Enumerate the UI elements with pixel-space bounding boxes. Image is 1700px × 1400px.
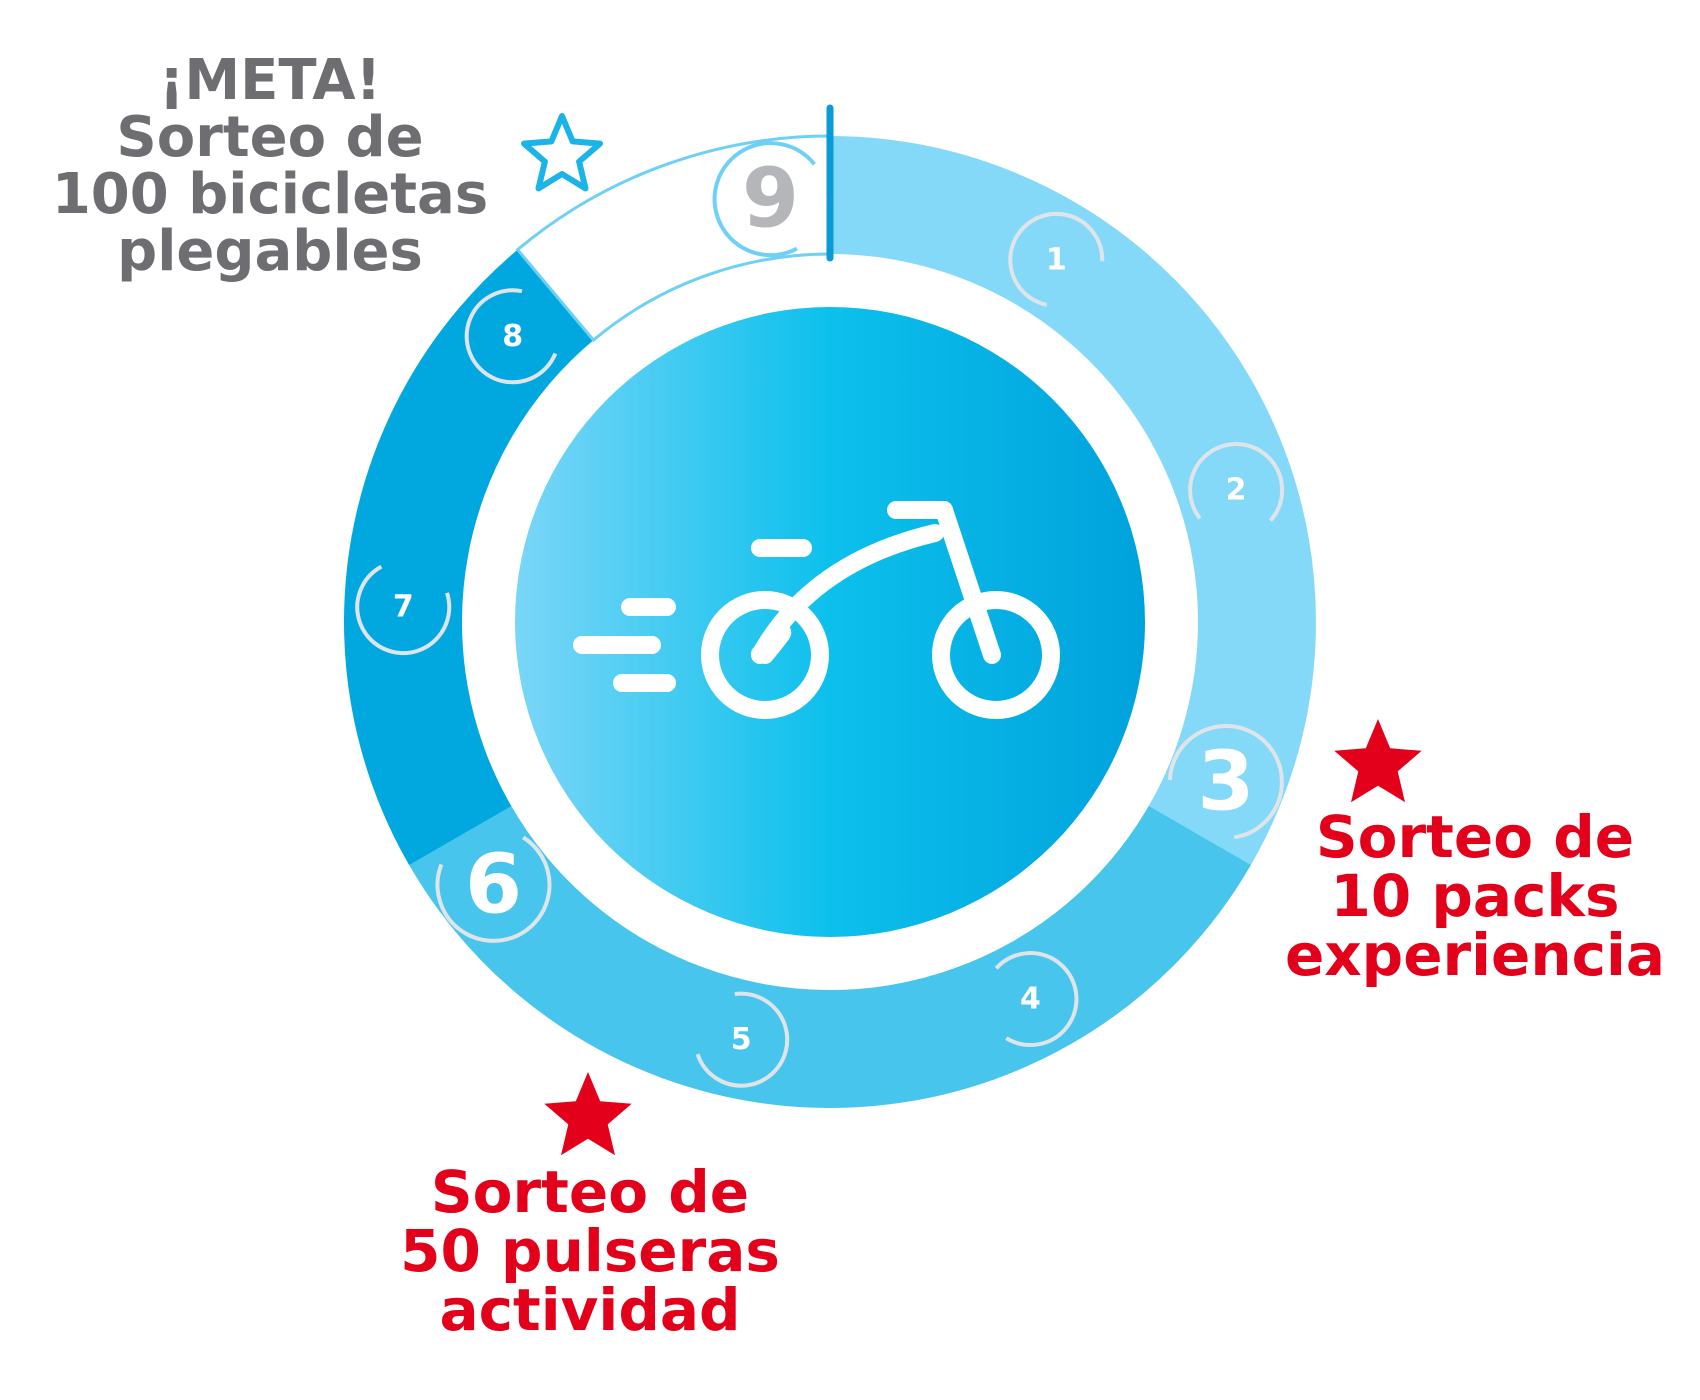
goal-prize-label: ¡META! Sorteo de 100 bicicletas plegable… (30, 48, 510, 285)
stage-number: 5 (731, 1022, 752, 1057)
prize-line: actividad (439, 1276, 741, 1345)
stage-tab-circle (1167, 723, 1284, 840)
stage-tab-9: 9 (712, 141, 829, 258)
prize-line: 50 pulseras (400, 1217, 780, 1286)
stage-tab-7: 7 (355, 559, 452, 656)
stage-tab-3: 3 (1167, 723, 1284, 840)
stage-number: 3 (1197, 734, 1254, 829)
stage-number: 9 (742, 152, 799, 247)
goal-line: ¡META! (158, 48, 382, 113)
stage-tab-circle (712, 141, 829, 258)
stage-number: 6 (465, 837, 522, 932)
stage-tab-circle (982, 951, 1079, 1048)
stage-number: 1 (1046, 242, 1067, 277)
stage-tab-circle (355, 559, 452, 656)
decorations: 1 2 3 4 5 6 7 8 9 (355, 104, 1422, 1156)
center-circle (515, 307, 1145, 937)
stage-tab-2: 2 (1188, 442, 1285, 539)
star-outline-icon (521, 113, 603, 192)
stage-number: 7 (393, 590, 414, 625)
star-icon (544, 1072, 632, 1156)
stage-tab-circle (464, 288, 561, 385)
stage-6-prize-label: Sorteo de 50 pulseras actividad (380, 1158, 800, 1345)
prize-line: Sorteo de (1315, 803, 1635, 871)
stage-tab-circle (1188, 442, 1285, 539)
stage-tab-5: 5 (693, 991, 790, 1088)
stage-tab-4: 4 (982, 951, 1079, 1048)
stage-tab-8: 8 (464, 288, 561, 385)
stage-tab-circle (1008, 211, 1105, 308)
stage-3-prize-label: Sorteo de 10 packs experiencia (1255, 803, 1695, 990)
prize-line: 10 packs (1330, 862, 1620, 931)
stage-number: 4 (1020, 982, 1041, 1017)
goal-line: plegables (117, 219, 423, 285)
stage-tab-circle (435, 826, 552, 943)
stage-tab-circle (693, 991, 790, 1088)
center-disc (515, 307, 1145, 937)
stage-tab-6: 6 (435, 826, 552, 943)
bicycle-speed-icon (573, 501, 1060, 719)
goal-line: Sorteo de (116, 105, 424, 171)
stage-number: 2 (1226, 473, 1247, 508)
prize-line: experiencia (1284, 921, 1666, 990)
prize-line: Sorteo de (430, 1158, 750, 1226)
stage-tab-1: 1 (1008, 211, 1105, 308)
stage-number: 8 (502, 319, 523, 354)
goal-line: 100 bicicletas (51, 162, 489, 228)
star-icon (1334, 719, 1422, 803)
